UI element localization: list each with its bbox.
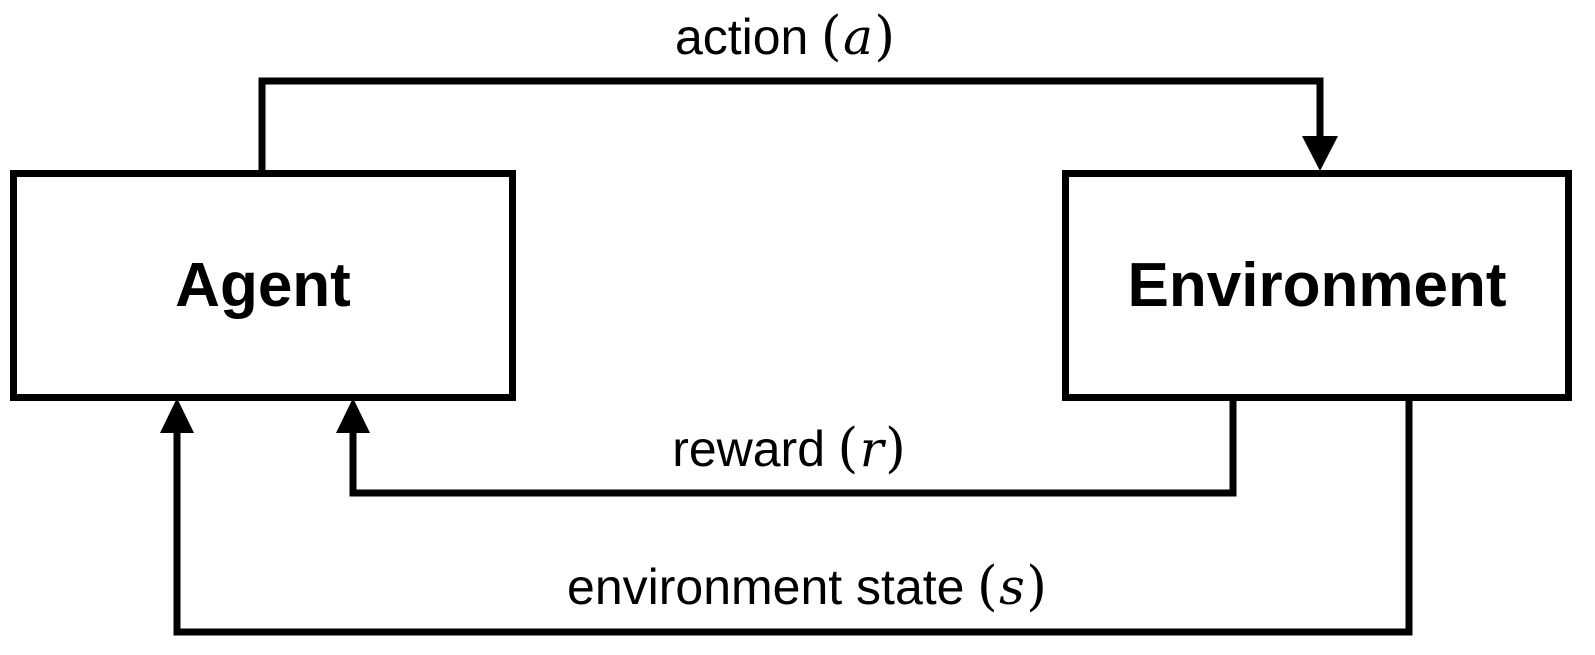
action-label-close-paren: ) (874, 6, 896, 67)
environment-node-label: Environment (1127, 251, 1507, 320)
action-label-variable: a (843, 8, 873, 66)
action-label-word: action (674, 9, 809, 65)
environment-state-edge-label: environment state(s) (567, 556, 1047, 617)
reward-label-word: reward (672, 421, 826, 477)
action-arrowhead-icon (1302, 136, 1338, 171)
reward-label-variable: r (859, 420, 884, 478)
reward-edge-label: reward(r) (672, 418, 906, 479)
action-edge-line (258, 77, 1324, 170)
reward-edge-line (349, 400, 1237, 497)
state-label-close-paren: ) (1026, 556, 1047, 617)
reward-label-open-paren: ( (837, 418, 859, 479)
state-label-open-paren: ( (976, 556, 998, 617)
agent-node-label: Agent (175, 251, 351, 320)
agent-node: Agent (10, 170, 516, 401)
environment-node: Environment (1062, 170, 1572, 401)
reward-label-close-paren: ) (885, 418, 906, 479)
action-edge-label: action(a) (674, 6, 896, 67)
state-edge-line (173, 400, 1413, 636)
action-label-open-paren: ( (820, 6, 842, 67)
state-label-word: environment state (567, 559, 965, 615)
state-label-variable: s (999, 558, 1025, 616)
state-arrowhead-icon (160, 398, 194, 433)
reward-arrowhead-icon (336, 398, 370, 433)
